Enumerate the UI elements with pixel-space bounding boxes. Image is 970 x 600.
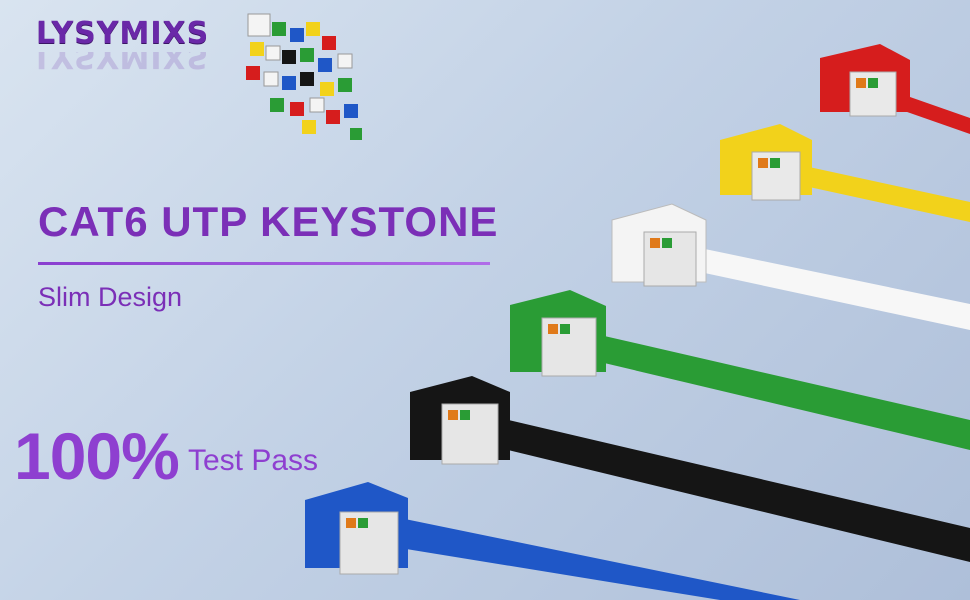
- headline-divider: [38, 262, 490, 265]
- keystone-cluster-icon: [246, 13, 362, 140]
- brand-logo: LYSYMIXS: [36, 16, 210, 51]
- keystone-jack-yellow: [720, 124, 812, 201]
- keystone-jack-black: [410, 376, 510, 465]
- keystone-jack-green: [510, 290, 606, 377]
- keystone-jack-white: [611, 203, 707, 287]
- stat-value: 100%: [14, 419, 180, 493]
- keystone-jack-blue: [305, 482, 408, 575]
- cable-white: [700, 248, 970, 330]
- keystone-jack-red: [820, 44, 910, 117]
- stat-label: Test Pass: [188, 444, 319, 477]
- subtitle: Slim Design: [38, 282, 183, 312]
- cable-green: [600, 335, 970, 450]
- cable-black: [500, 418, 970, 562]
- headline: CAT6 UTP KEYSTONE: [38, 198, 499, 245]
- cable-blue: [400, 518, 800, 600]
- cable-yellow: [800, 165, 970, 222]
